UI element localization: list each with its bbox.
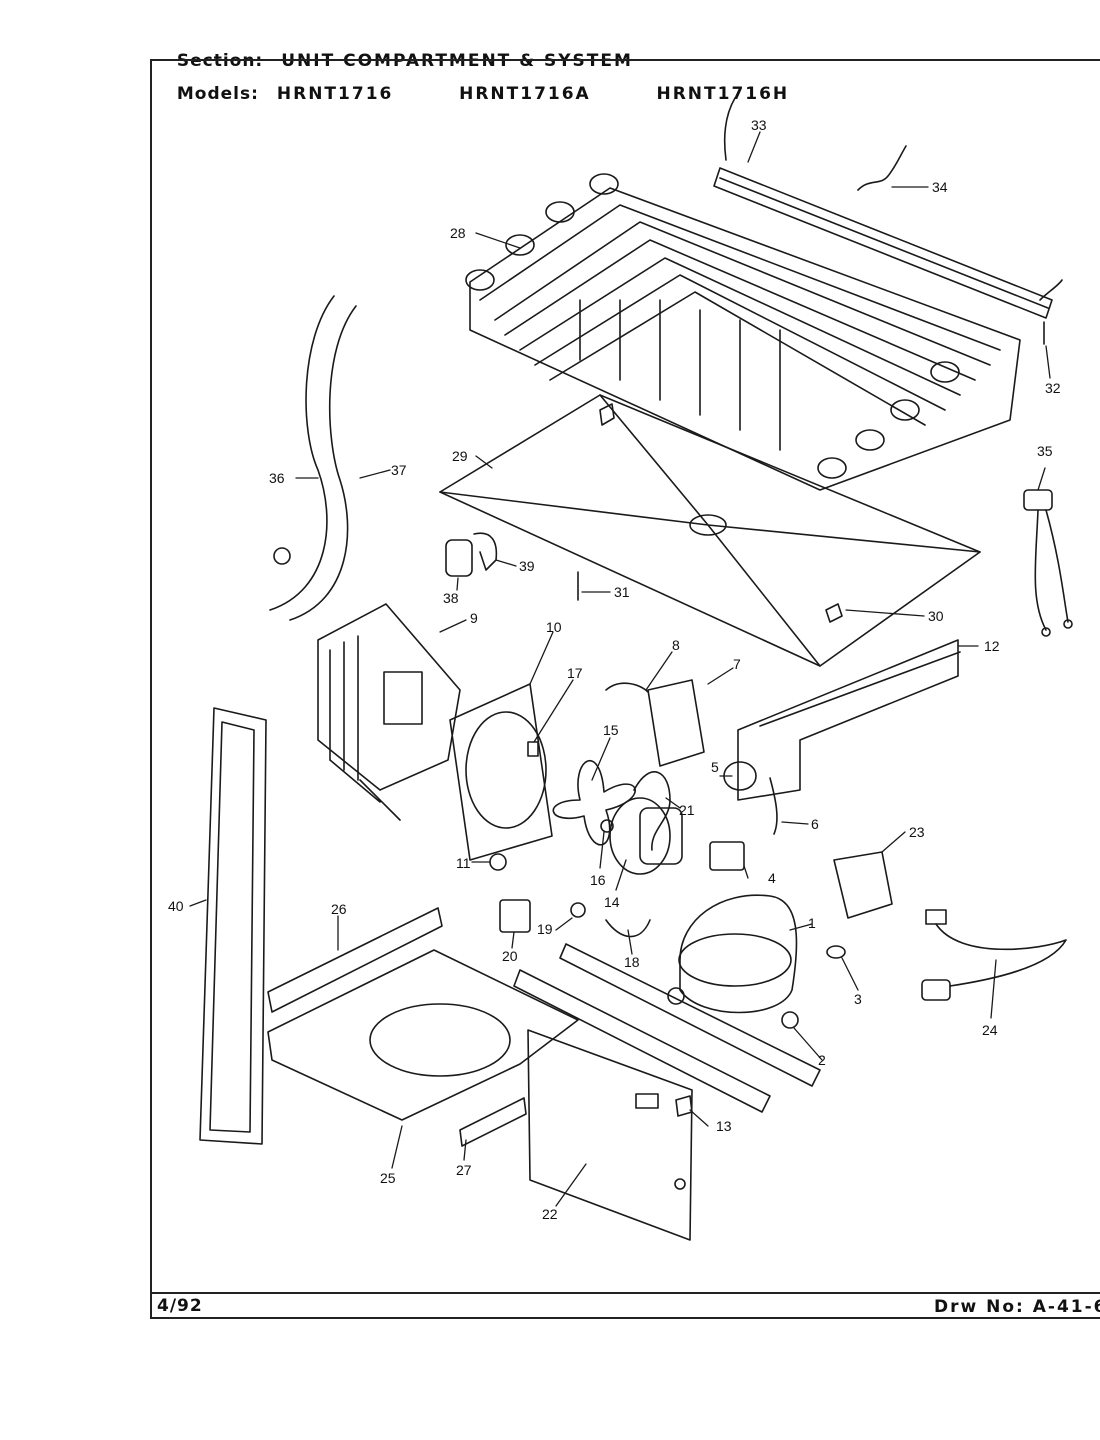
- part-12-plate: [737, 639, 961, 801]
- callout-23: 23: [909, 824, 925, 840]
- callout-20: 20: [502, 948, 518, 964]
- revision-date: 4/92: [157, 1296, 203, 1316]
- callout-31: 31: [614, 584, 630, 600]
- part-20-capacitor: [499, 899, 531, 933]
- models-label: Models:: [176, 84, 259, 104]
- part-28-condenser: [465, 173, 1021, 491]
- callout-6: 6: [811, 816, 819, 832]
- callout-28: 28: [450, 225, 466, 241]
- part-40-side-panel: [199, 707, 267, 1145]
- part-3-clip: [826, 945, 846, 959]
- part-19-grommet: [570, 902, 586, 918]
- part-22-cover-panel: [527, 1029, 693, 1241]
- callout-21: 21: [679, 802, 695, 818]
- callout-27: 27: [456, 1162, 472, 1178]
- part-34-clip: [857, 145, 907, 191]
- callout-19: 19: [537, 921, 553, 937]
- callout-18: 18: [624, 954, 640, 970]
- section-header: Section: UNIT COMPARTMENT & SYSTEM: [163, 31, 633, 71]
- callout-15: 15: [603, 722, 619, 738]
- callout-40: 40: [168, 898, 184, 914]
- callout-26: 26: [331, 901, 347, 917]
- callout-24: 24: [982, 1022, 998, 1038]
- callout-29: 29: [452, 448, 468, 464]
- callout-38: 38: [443, 590, 459, 606]
- part-4-relay: [709, 841, 745, 871]
- part-9-coil-bundle: [317, 603, 461, 821]
- part-18-wire: [605, 919, 651, 938]
- callout-32: 32: [1045, 380, 1061, 396]
- section-label: Section:: [176, 51, 264, 71]
- callout-16: 16: [590, 872, 606, 888]
- part-39-bracket: [473, 532, 498, 571]
- part-6-clip: [769, 777, 778, 835]
- callout-14: 14: [604, 894, 620, 910]
- callout-2: 2: [818, 1052, 826, 1068]
- callout-34: 34: [932, 179, 948, 195]
- drawing-number: Drw No: A-41-6: [934, 1297, 1100, 1317]
- part-33-bracket: [713, 97, 1063, 319]
- part-11-grommet: [489, 853, 507, 871]
- callout-5: 5: [711, 759, 719, 775]
- callout-12: 12: [984, 638, 1000, 654]
- callout-39: 39: [519, 558, 535, 574]
- callout-9: 9: [470, 610, 478, 626]
- callout-36: 36: [269, 470, 285, 486]
- callout-17: 17: [567, 665, 583, 681]
- part-13-clip: [675, 1095, 693, 1117]
- part-23-timer: [833, 851, 893, 919]
- part-10-fan-shroud: [449, 683, 553, 861]
- section-value: UNIT COMPARTMENT & SYSTEM: [281, 51, 633, 71]
- part-2-grommet: [667, 987, 685, 1005]
- part-24-power-cord: [921, 909, 1067, 1001]
- callout-1: 1: [808, 915, 816, 931]
- part-7-relay: [605, 679, 705, 767]
- part-2-grommet: [781, 1011, 799, 1029]
- part-29-drain-pan: [439, 394, 981, 667]
- part-14-fan-motor: [609, 797, 683, 875]
- part-21-harness: [633, 771, 671, 851]
- callout-4: 4: [768, 870, 776, 886]
- callout-10: 10: [546, 619, 562, 635]
- part-17-clip: [527, 741, 539, 757]
- callout-11: 11: [456, 855, 471, 871]
- part-25-base-pan: [267, 907, 579, 1147]
- part-16-clip: [600, 819, 614, 833]
- callout-37: 37: [391, 462, 407, 478]
- drawing-frame: [150, 59, 1100, 1319]
- callout-35: 35: [1037, 443, 1053, 459]
- callout-8: 8: [672, 637, 680, 653]
- base-rails: [513, 943, 821, 1113]
- part-1-compressor: [678, 894, 798, 1014]
- callout-7: 7: [733, 656, 741, 672]
- part-15-fan-blade: [552, 759, 636, 846]
- part-35-thermostat: [1023, 489, 1073, 637]
- part-36-37-tubing: [269, 295, 357, 621]
- callout-33: 33: [751, 117, 767, 133]
- part-38-grommet: [445, 539, 473, 577]
- footer-divider: [150, 1292, 1100, 1294]
- callout-25: 25: [380, 1170, 396, 1186]
- callout-labels: 33 34 28 32 29 35 36 37 39 38 31 30 9 10…: [168, 117, 1061, 1222]
- callout-13: 13: [716, 1118, 732, 1134]
- callout-30: 30: [928, 608, 944, 624]
- models-value: HRNT1716 HRNT1716A HRNT1716H: [276, 84, 790, 104]
- models-header: Models: HRNT1716 HRNT1716A HRNT1716H: [163, 64, 789, 104]
- callout-22: 22: [542, 1206, 558, 1222]
- leader-lines: [189, 131, 1051, 1207]
- callout-3: 3: [854, 991, 862, 1007]
